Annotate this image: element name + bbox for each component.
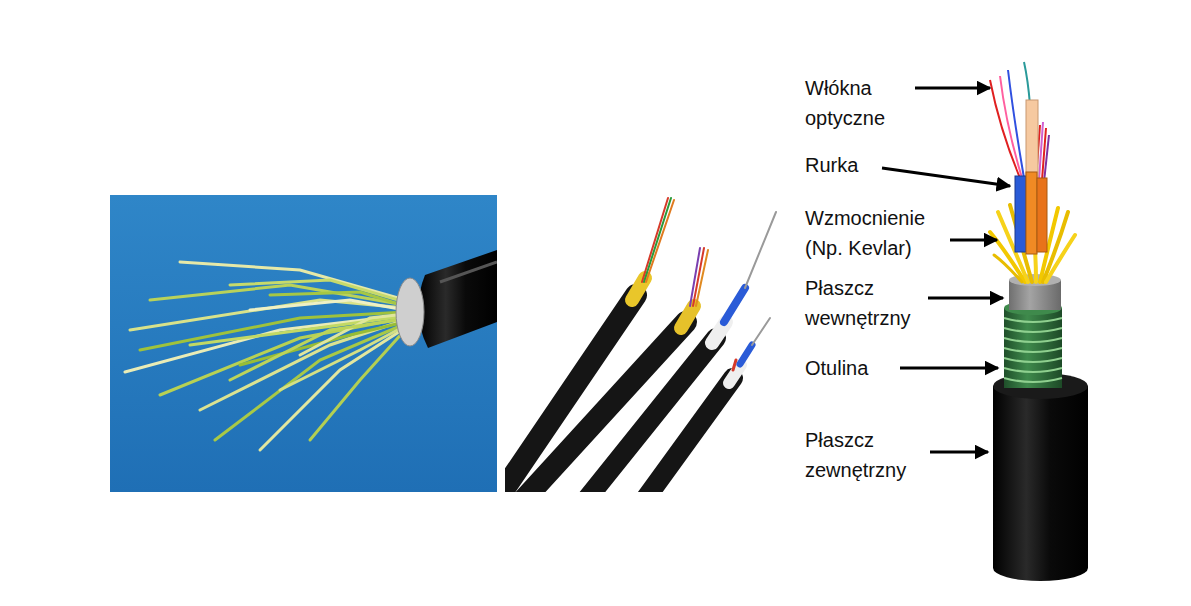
armor-layer <box>1004 378 1062 382</box>
cable-sample <box>630 378 733 492</box>
part-label: Płaszcz wewnętrzny <box>805 273 945 333</box>
part-label: Włókna optyczne <box>805 73 945 133</box>
cable-photo <box>110 195 497 492</box>
buffer-tubes <box>1015 176 1026 252</box>
leader-arrow <box>900 367 998 370</box>
part-label-text: Płaszcz wewnętrzny <box>805 277 911 329</box>
cable-sample <box>630 318 770 492</box>
fiber-bundle <box>230 319 405 380</box>
armor-layer <box>1004 358 1062 362</box>
fiber-bundle <box>310 330 405 440</box>
part-label-text: Wzmocnienie (Np. Kevlar) <box>805 207 925 259</box>
cable-jacket <box>418 250 497 348</box>
armor-layer <box>1004 338 1062 342</box>
kevlar-strands <box>994 255 1022 282</box>
cable-sample <box>505 198 674 492</box>
buffer-tubes <box>1015 100 1047 254</box>
armor-layer <box>1004 368 1062 372</box>
optical-fibers <box>1024 62 1030 105</box>
cable-sample <box>724 288 745 322</box>
outer-jacket <box>993 386 1088 581</box>
optical-fibers <box>1008 70 1024 178</box>
buffer-tubes <box>1037 178 1047 252</box>
optical-fibers <box>1044 135 1049 182</box>
cable-jacket <box>440 262 497 282</box>
armor-layer <box>1004 318 1062 322</box>
armor-layer <box>1004 308 1062 388</box>
part-label-text: Płaszcz zewnętrzny <box>805 429 906 481</box>
part-label: Płaszcz zewnętrzny <box>805 425 945 485</box>
cable-sample <box>740 345 752 364</box>
cable-sample <box>681 306 694 328</box>
armor-layer <box>1004 328 1062 332</box>
leader-arrow <box>915 87 990 90</box>
leader-arrow <box>928 297 1003 300</box>
cable-cutaway <box>990 62 1088 581</box>
cable-sample <box>745 212 776 288</box>
cable-samples <box>505 195 780 492</box>
cable-jacket <box>396 250 497 348</box>
part-label: Wzmocnienie (Np. Kevlar) <box>805 203 945 263</box>
part-label: Rurka <box>805 150 945 180</box>
fiber-bundle <box>160 318 405 395</box>
part-label: Otulina <box>805 353 945 383</box>
cable-sample <box>752 318 770 345</box>
leader-arrow <box>930 451 988 454</box>
cable-sample <box>696 250 708 306</box>
part-label-text: Otulina <box>805 357 868 379</box>
cable-photo <box>110 195 497 492</box>
cable-sample <box>642 198 668 282</box>
cable-jacket <box>396 278 424 346</box>
leader-arrow <box>882 88 1010 452</box>
buffer-tubes <box>1026 172 1037 254</box>
cable-sample <box>733 360 736 370</box>
fiber-bundle <box>280 326 405 390</box>
armor-layer <box>1004 348 1062 352</box>
armor-layer <box>1004 318 1062 382</box>
cable-sample <box>570 212 776 492</box>
part-label-text: Rurka <box>805 154 858 176</box>
optical-fibers <box>990 62 1049 182</box>
outer-jacket <box>993 373 1088 581</box>
cable-sample <box>644 198 671 282</box>
fiber-bundle <box>270 292 405 306</box>
leader-arrow <box>950 239 997 242</box>
armor-layer <box>1004 301 1062 388</box>
cable-samples <box>505 195 780 492</box>
fiber-bundle <box>125 262 405 450</box>
part-label-text: Włókna optyczne <box>805 77 885 129</box>
buffer-tubes <box>1026 100 1038 178</box>
kevlar-strands <box>1046 235 1075 282</box>
fiber-bundle <box>250 300 405 310</box>
leader-arrow <box>882 168 1010 186</box>
cable-sample <box>646 200 674 282</box>
